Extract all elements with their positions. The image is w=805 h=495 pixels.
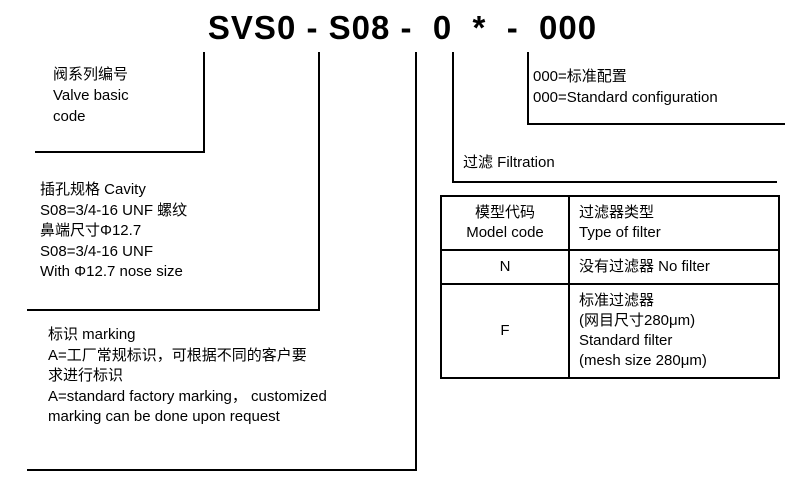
leader-line-cavity-horizontal xyxy=(27,309,320,311)
row-type-n: 没有过滤器 No filter xyxy=(568,249,780,285)
leader-line-marking-vertical xyxy=(415,52,417,470)
leader-line-standard-config-vertical xyxy=(527,52,529,124)
leader-line-valve-basic-code-vertical xyxy=(203,52,205,152)
leader-line-valve-basic-code-horizontal xyxy=(35,151,205,153)
row-type-f: 标准过滤器 (网目尺寸280μm) Standard filter (mesh … xyxy=(568,283,780,379)
callout-cavity-spec: 插孔规格 Cavity S08=3/4-16 UNF 螺纹 鼻端尺寸Φ12.7 … xyxy=(40,181,188,280)
filtration-table: 模型代码 Model code 过滤器类型 Type of filter N 没… xyxy=(440,195,780,379)
leader-line-filtration-vertical xyxy=(452,52,454,182)
leader-line-standard-config-horizontal xyxy=(527,123,785,125)
callout-filtration: 过滤 Filtration xyxy=(463,154,555,171)
callout-standard-configuration: 000=标准配置 000=Standard configuration xyxy=(533,68,718,106)
header-type-of-filter: 过滤器类型 Type of filter xyxy=(568,195,780,251)
row-code-f: F xyxy=(440,283,570,379)
leader-line-cavity-vertical xyxy=(318,52,320,310)
header-model-code: 模型代码 Model code xyxy=(440,195,570,251)
table-row: F 标准过滤器 (网目尺寸280μm) Standard filter (mes… xyxy=(440,283,780,379)
callout-marking: 标识 marking A=工厂常规标识，可根据不同的客户要 求进行标识 A=st… xyxy=(48,326,327,425)
leader-line-marking-horizontal xyxy=(27,469,417,471)
model-code-header: SVS0 - S08 - 0 * - 000 xyxy=(207,9,598,46)
row-code-n: N xyxy=(440,249,570,285)
table-row: N 没有过滤器 No filter xyxy=(440,249,780,285)
callout-valve-basic-code: 阀系列编号 Valve basic code xyxy=(53,66,129,125)
leader-line-filtration-horizontal xyxy=(452,181,777,183)
table-header-row: 模型代码 Model code 过滤器类型 Type of filter xyxy=(440,195,780,251)
